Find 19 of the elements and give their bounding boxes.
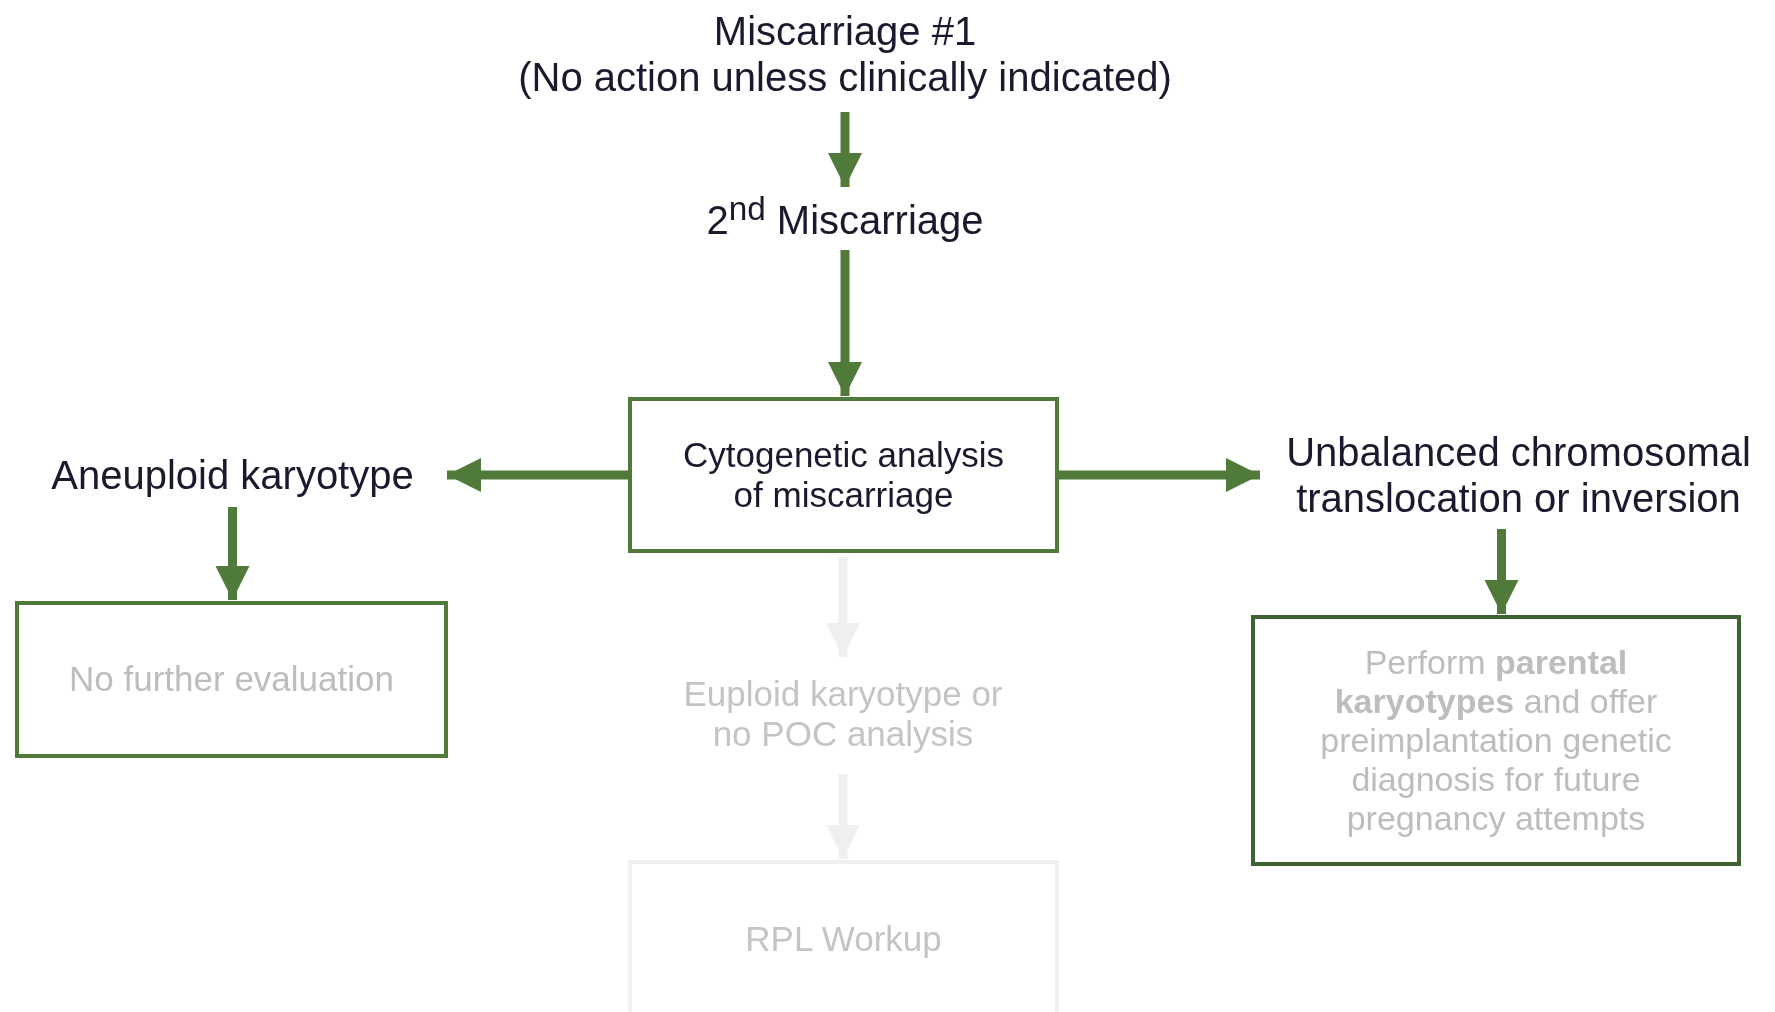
flow-text: Miscarriage #1: [713, 8, 977, 54]
arrow: [447, 458, 628, 492]
arrow: [828, 250, 862, 396]
flow-text: Aneuploid karyotype: [51, 452, 414, 498]
process-box: [628, 397, 1059, 553]
box-label: Perform parental karyotypes and offer preimplantation genetic diagnosis for future pregnancy attempts: [1319, 642, 1673, 839]
flow-text: (No action unless clinically indicated): [518, 54, 1172, 100]
box-label: No further evaluation: [69, 659, 394, 700]
process-box: [1251, 615, 1741, 866]
arrow: [1484, 529, 1519, 614]
arrow: [1059, 458, 1260, 492]
box-label: Cytogenetic analysis of miscarriage: [682, 434, 1005, 516]
box-label: RPL Workup: [745, 919, 942, 960]
process-box: [15, 601, 448, 758]
arrow: [828, 112, 862, 187]
flow-text: Unbalanced chromosomal translocation or inversion: [1285, 429, 1752, 521]
flow-text: Euploid karyotype or no POC analysis: [682, 673, 1004, 755]
flow-text: 2$^{nd}$ Miscarriage: [706, 190, 984, 244]
arrow: [215, 507, 250, 600]
